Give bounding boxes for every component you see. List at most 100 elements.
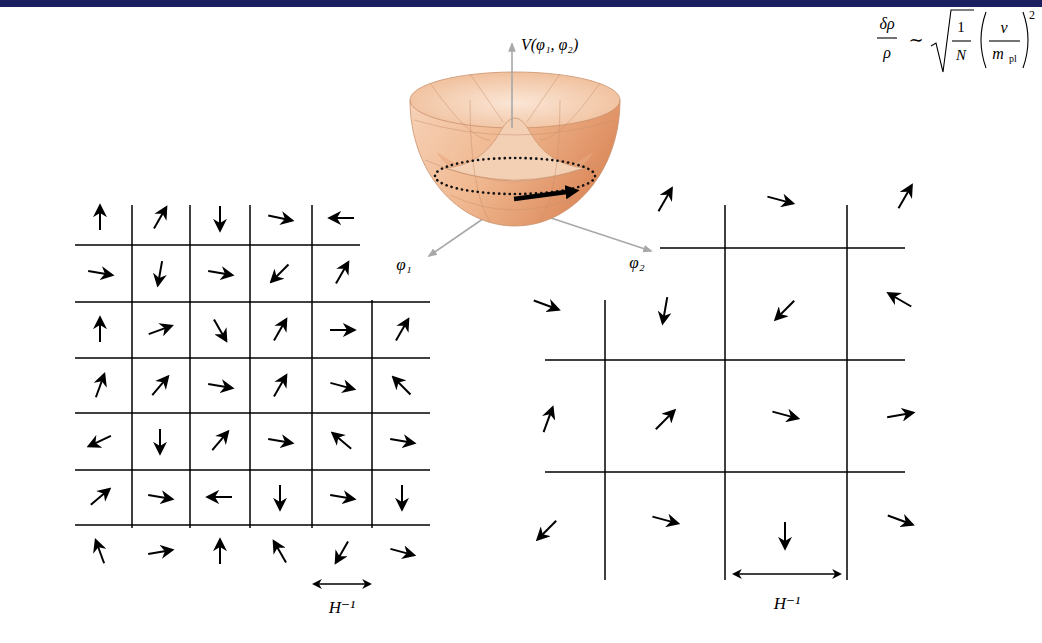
scale-arrow xyxy=(734,573,840,574)
parenthesis xyxy=(1023,12,1028,68)
field-direction-arrow xyxy=(394,378,411,395)
field-direction-arrow xyxy=(268,439,292,443)
formula-symbol: 1 xyxy=(957,20,965,35)
field-direction-arrow xyxy=(279,485,281,509)
field-direction-arrow xyxy=(333,433,351,448)
field-direction-arrow xyxy=(272,265,289,282)
scale-label: H⁻¹ xyxy=(329,599,355,616)
field-direction-arrow xyxy=(330,329,354,331)
grid-line xyxy=(75,524,430,526)
field-direction-arrow xyxy=(152,377,167,395)
axis-label: φ₁ xyxy=(396,256,411,273)
grid-line xyxy=(75,357,430,359)
mesh-lines xyxy=(414,74,616,222)
axis-label: V(φ₁, φ₂) xyxy=(521,37,578,53)
grid-line xyxy=(604,300,606,580)
grid-line xyxy=(75,469,430,471)
field-direction-arrow xyxy=(91,489,109,504)
field-direction-arrow xyxy=(899,186,912,209)
fraction-bar xyxy=(952,40,971,41)
formula-symbol: m xyxy=(992,46,1004,62)
field-direction-arrow xyxy=(219,540,221,564)
field-direction-arrow xyxy=(208,496,232,498)
field-direction-arrow xyxy=(268,216,291,221)
phi1-axis xyxy=(429,214,490,256)
field-vector xyxy=(514,191,574,199)
scale-label: H⁻¹ xyxy=(774,595,800,612)
grid-line xyxy=(724,205,726,580)
formula-exponent: 2 xyxy=(1029,9,1035,21)
field-direction-arrow xyxy=(663,297,668,323)
field-direction-arrow xyxy=(148,495,172,499)
vacuum-ring-dots xyxy=(435,158,595,194)
field-direction-arrow xyxy=(148,550,172,554)
field-direction-arrow xyxy=(888,516,912,525)
field-direction-arrow xyxy=(887,413,913,418)
formula-strokes xyxy=(877,10,1028,72)
field-direction-arrow xyxy=(274,376,286,397)
field-direction-arrow xyxy=(274,542,286,563)
potential-axis xyxy=(511,44,513,128)
formula-subscript: pl xyxy=(1009,54,1017,64)
fraction-bar xyxy=(989,40,1020,41)
field-direction-arrow xyxy=(652,517,677,524)
field-direction-arrow xyxy=(776,301,794,319)
grid-line xyxy=(131,205,133,528)
field-direction-arrow xyxy=(158,261,162,285)
field-direction-arrow xyxy=(390,549,413,555)
formula-symbol: N xyxy=(956,48,966,63)
field-direction-arrow xyxy=(330,495,354,499)
central-bump xyxy=(445,118,585,181)
field-direction-arrow xyxy=(330,383,353,389)
grid-line xyxy=(75,301,430,303)
grid-line xyxy=(660,247,905,249)
field-direction-arrow xyxy=(212,432,227,450)
field-direction-arrow xyxy=(401,485,403,509)
grid-line xyxy=(75,244,360,246)
field-direction-arrow xyxy=(96,375,104,398)
field-direction-arrow xyxy=(96,541,104,564)
axis-label: φ₂ xyxy=(629,254,644,271)
field-direction-arrow xyxy=(784,522,786,548)
scale-arrow xyxy=(314,583,370,584)
field-direction-arrow xyxy=(390,439,414,443)
hubble-scale-bars xyxy=(314,574,840,584)
small-patch-grid xyxy=(75,205,430,564)
field-direction-arrow xyxy=(330,217,354,219)
grid-line xyxy=(846,205,848,580)
phi2-axis xyxy=(545,216,651,251)
top-bar xyxy=(0,0,1042,7)
field-direction-arrow xyxy=(336,263,348,284)
field-direction-arrow xyxy=(89,436,111,446)
formula-symbol: ρ xyxy=(883,45,891,61)
field-direction-arrow xyxy=(544,408,553,432)
field-direction-arrow xyxy=(889,294,912,307)
field-direction-arrow xyxy=(208,271,232,275)
field-direction-arrow xyxy=(772,412,797,419)
grid-line xyxy=(189,205,191,528)
field-direction-arrow xyxy=(219,206,221,230)
large-patch-grid xyxy=(534,186,913,580)
formula-symbol: ∼ xyxy=(908,31,923,49)
field-direction-arrow xyxy=(99,206,101,230)
formula-symbol: δρ xyxy=(879,16,894,32)
field-direction-arrow xyxy=(396,320,408,341)
field-direction-arrow xyxy=(274,320,286,341)
field-direction-arrow xyxy=(99,318,101,342)
mexican-hat-potential xyxy=(410,44,651,256)
field-direction-arrow xyxy=(656,411,674,429)
field-direction-arrow xyxy=(88,271,112,275)
field-direction-arrow xyxy=(159,429,161,453)
formula-symbol: v xyxy=(1000,20,1007,36)
field-direction-arrow xyxy=(214,320,226,341)
field-direction-arrow xyxy=(154,208,166,229)
square-root xyxy=(931,10,974,72)
field-direction-arrow xyxy=(208,384,232,388)
field-direction-arrow xyxy=(659,189,672,212)
grid-line xyxy=(371,300,373,528)
field-direction-arrow xyxy=(767,197,792,204)
fraction-bar xyxy=(877,37,897,38)
grid-line xyxy=(75,412,430,414)
field-direction-arrow xyxy=(149,326,172,334)
